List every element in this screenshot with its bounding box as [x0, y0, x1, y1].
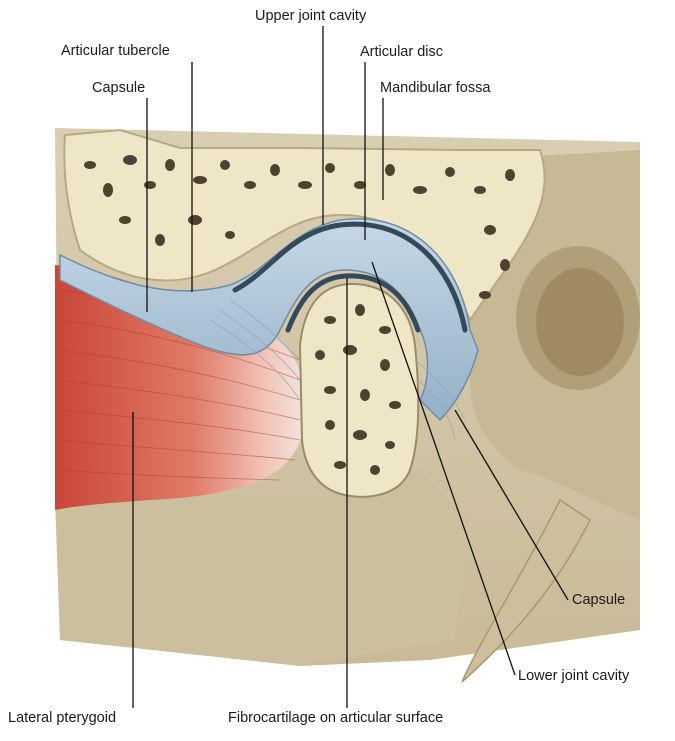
label-capsule-left: Capsule [92, 80, 145, 96]
label-lower-joint-cavity: Lower joint cavity [518, 668, 629, 684]
label-fibrocartilage: Fibrocartilage on articular surface [228, 710, 443, 726]
label-capsule-right: Capsule [572, 592, 625, 608]
label-articular-disc: Articular disc [360, 44, 443, 60]
meatus-inner [536, 268, 624, 376]
label-upper-joint-cavity: Upper joint cavity [255, 8, 366, 24]
label-mandibular-fossa: Mandibular fossa [380, 80, 490, 96]
label-lateral-pterygoid: Lateral pterygoid [8, 710, 116, 726]
label-articular-tubercle: Articular tubercle [61, 43, 170, 59]
